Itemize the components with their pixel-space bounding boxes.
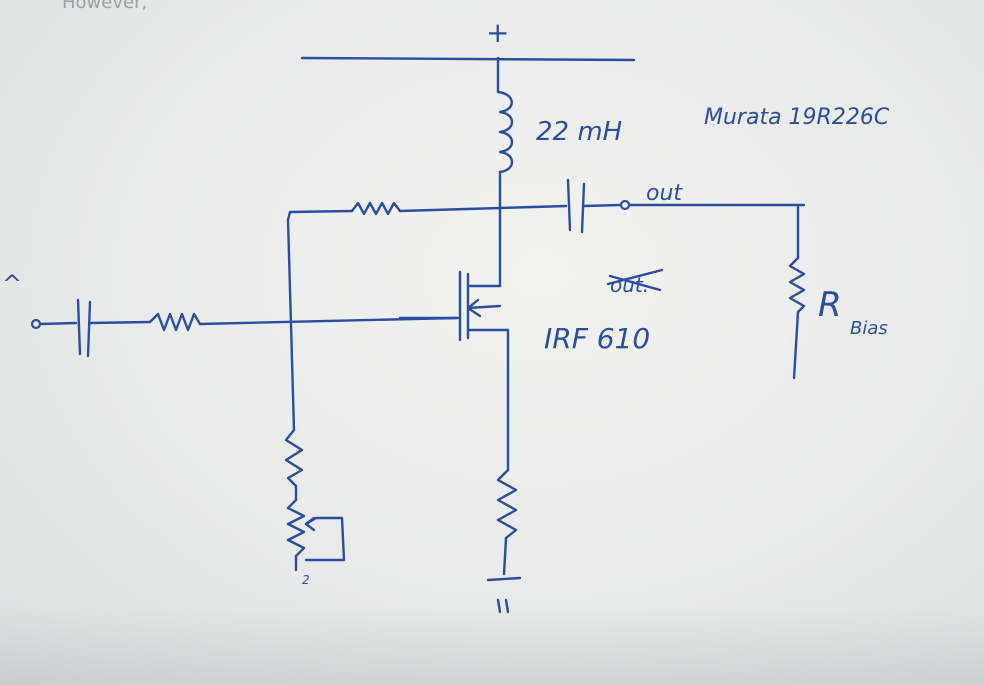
input-capacitor <box>38 298 152 358</box>
load-resistor-label: R <box>818 285 842 325</box>
load-resistor-subscript: Bias <box>850 318 888 339</box>
bias-resistor <box>284 428 304 502</box>
bias-node-line <box>286 218 296 432</box>
pot-mark: 2 <box>302 573 310 587</box>
output-capacitor <box>498 178 622 234</box>
source-resistor <box>496 468 518 576</box>
mosfet-label: IRF 610 <box>544 322 650 355</box>
mosfet-symbol <box>458 206 510 472</box>
load-resistor <box>788 204 806 380</box>
inductor-value-label: 22 mH <box>536 117 622 147</box>
bleed-through-text: However, <box>62 0 147 13</box>
input-mark: ^ <box>2 270 22 298</box>
output-label: out <box>646 181 683 206</box>
potentiometer <box>286 498 346 572</box>
part-number-label: Murata 19R226C <box>704 105 890 130</box>
inductor-symbol <box>496 90 514 210</box>
supply-rail <box>300 56 636 94</box>
feedback-resistor <box>286 201 502 222</box>
ground-symbol <box>486 576 522 614</box>
output-terminal <box>619 199 631 211</box>
input-resistor <box>148 312 202 332</box>
supply-plus-label: + <box>486 16 509 49</box>
crossed-out-annotation: out. <box>606 268 664 297</box>
